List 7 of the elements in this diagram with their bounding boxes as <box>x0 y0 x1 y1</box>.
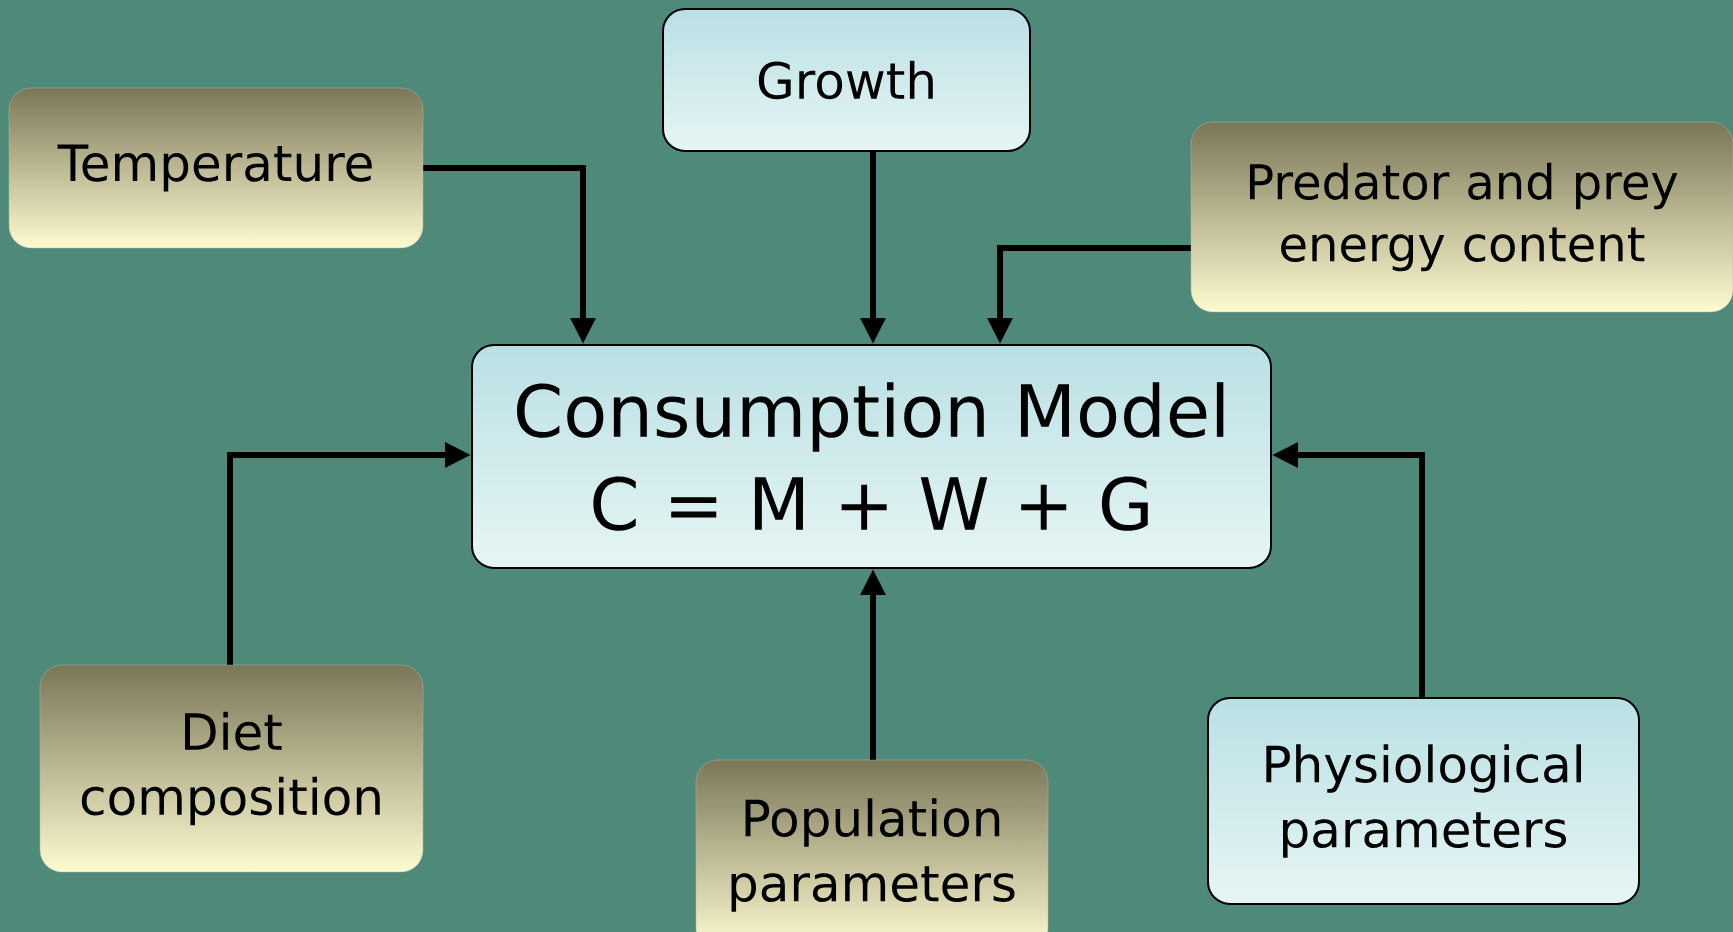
box: Diet composition <box>39 664 424 873</box>
box: Population parameters <box>695 759 1049 932</box>
box: Temperature <box>8 87 424 249</box>
box: Consumption Model C = M + W + G <box>471 344 1272 569</box>
box: Growth <box>662 8 1031 152</box>
box: Predator and prey energy content <box>1190 121 1733 313</box>
box: Physiological parameters <box>1207 697 1640 905</box>
